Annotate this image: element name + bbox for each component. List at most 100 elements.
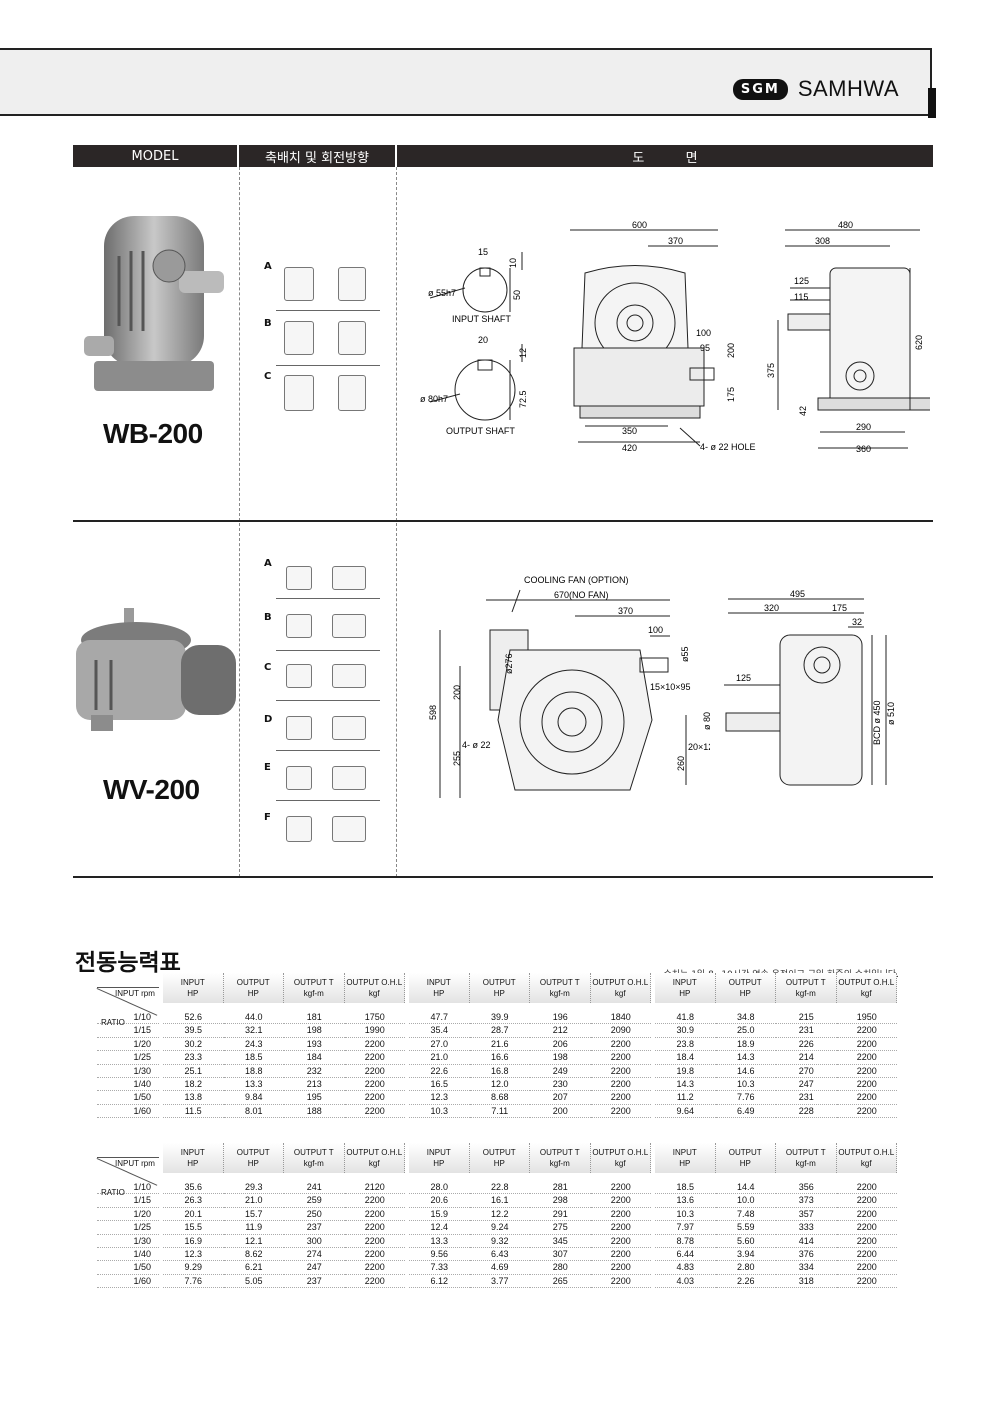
value-cell: 1990: [344, 1024, 405, 1038]
value-cell: 318: [776, 1275, 837, 1289]
header-corner-mark: [928, 88, 936, 118]
value-cell: 18.2: [163, 1078, 224, 1092]
value-cell: 18.9: [715, 1038, 776, 1052]
value-cell: 10.3: [409, 1105, 470, 1119]
value-cell: 9.64: [655, 1105, 716, 1119]
wb200-shaft-drawing: 15 10 50 ø 55h7 INPUT SHAFT 20 12 72.5 ø…: [420, 247, 528, 436]
dim: 95: [700, 343, 710, 353]
dim: 20×12 ×115: [688, 742, 710, 752]
arrangement-label: A: [264, 558, 272, 569]
value-cell: 14.6: [715, 1065, 776, 1078]
value-cell: 8.78: [655, 1235, 716, 1248]
ratio-cell: 1/10: [97, 1181, 159, 1195]
value-cell: 22.6: [409, 1065, 470, 1078]
value-cell: 22.8: [469, 1181, 530, 1195]
column-header-top: OUTPUT O.H.L: [592, 1148, 649, 1157]
value-cell: 212: [530, 1024, 591, 1038]
column-header-unit: HP: [247, 1159, 259, 1168]
brand-name: SAMHWA: [797, 76, 899, 101]
dim: 175: [726, 387, 736, 402]
value-cell: 16.5: [409, 1078, 470, 1092]
value-cell: 181: [284, 1011, 345, 1025]
value-cell: 52.6: [163, 1011, 224, 1025]
value-cell: 29.3: [223, 1181, 284, 1195]
col-header-drawing: 도 면: [397, 145, 933, 167]
value-cell: 2200: [590, 1194, 651, 1208]
value-cell: 12.4: [409, 1221, 470, 1235]
column-header-unit: kgf-m: [795, 989, 816, 998]
value-cell: 2200: [836, 1248, 897, 1262]
column-header-top: INPUT: [426, 978, 451, 987]
value-cell: 2090: [590, 1024, 651, 1038]
dim: ø55: [680, 646, 690, 662]
column-header-unit: HP: [493, 1159, 505, 1168]
value-cell: 14.3: [715, 1051, 776, 1065]
value-cell: 9.32: [469, 1235, 530, 1248]
ratio-cell: 1/40: [97, 1078, 159, 1092]
value-cell: 2200: [836, 1208, 897, 1222]
value-cell: 2200: [836, 1105, 897, 1119]
column-header-unit: kgf-m: [549, 989, 570, 998]
col-header-arrangement: 축배치 및 회전방향: [239, 145, 395, 167]
wb200-arrangements: A B C: [262, 255, 382, 415]
value-cell: 226: [776, 1038, 837, 1052]
value-cell: 249: [530, 1065, 591, 1078]
value-cell: 16.9: [163, 1235, 224, 1248]
dim: ø 510: [886, 702, 896, 725]
value-cell: 12.1: [223, 1235, 284, 1248]
wb200-front-view: 600 370 100 95 200 175 350 420 4- ø 22 H…: [570, 220, 756, 453]
column-header-top: OUTPUT T: [539, 978, 580, 987]
value-cell: 32.1: [223, 1024, 284, 1038]
value-cell: 2200: [590, 1065, 651, 1078]
value-cell: 16.6: [469, 1051, 530, 1065]
ratio-cell: 1/25: [97, 1221, 159, 1235]
arrangement-f-front-icon: [286, 816, 312, 842]
value-cell: 8.62: [223, 1248, 284, 1262]
value-cell: 373: [776, 1194, 837, 1208]
dim: 495: [790, 589, 805, 599]
dim: 42: [798, 406, 808, 416]
value-cell: 2200: [344, 1208, 405, 1222]
value-cell: 14.3: [655, 1078, 716, 1092]
value-cell: 184: [284, 1051, 345, 1065]
value-cell: 30.9: [655, 1024, 716, 1038]
column-header-unit: kgf: [368, 989, 380, 998]
value-cell: 9.24: [469, 1221, 530, 1235]
value-cell: 376: [776, 1248, 837, 1262]
sgm-logo-mark: SGM: [732, 78, 788, 100]
column-header-top: OUTPUT O.H.L: [346, 1148, 403, 1157]
value-cell: 298: [530, 1194, 591, 1208]
value-cell: 28.7: [469, 1024, 530, 1038]
column-header-unit: kgf: [614, 989, 626, 998]
value-cell: 3.77: [469, 1275, 530, 1289]
arrangement-c-front-icon: [284, 375, 314, 411]
arrangement-divider: [276, 310, 380, 311]
value-cell: 2200: [836, 1065, 897, 1078]
value-cell: 188: [284, 1105, 345, 1119]
spacer: [97, 973, 159, 1003]
value-cell: 1840: [590, 1011, 651, 1025]
value-cell: 8.68: [469, 1091, 530, 1105]
column-header-unit: kgf-m: [303, 989, 324, 998]
corner-rpm-label: INPUT rpm: [115, 1159, 155, 1168]
row-divider: [73, 520, 933, 522]
